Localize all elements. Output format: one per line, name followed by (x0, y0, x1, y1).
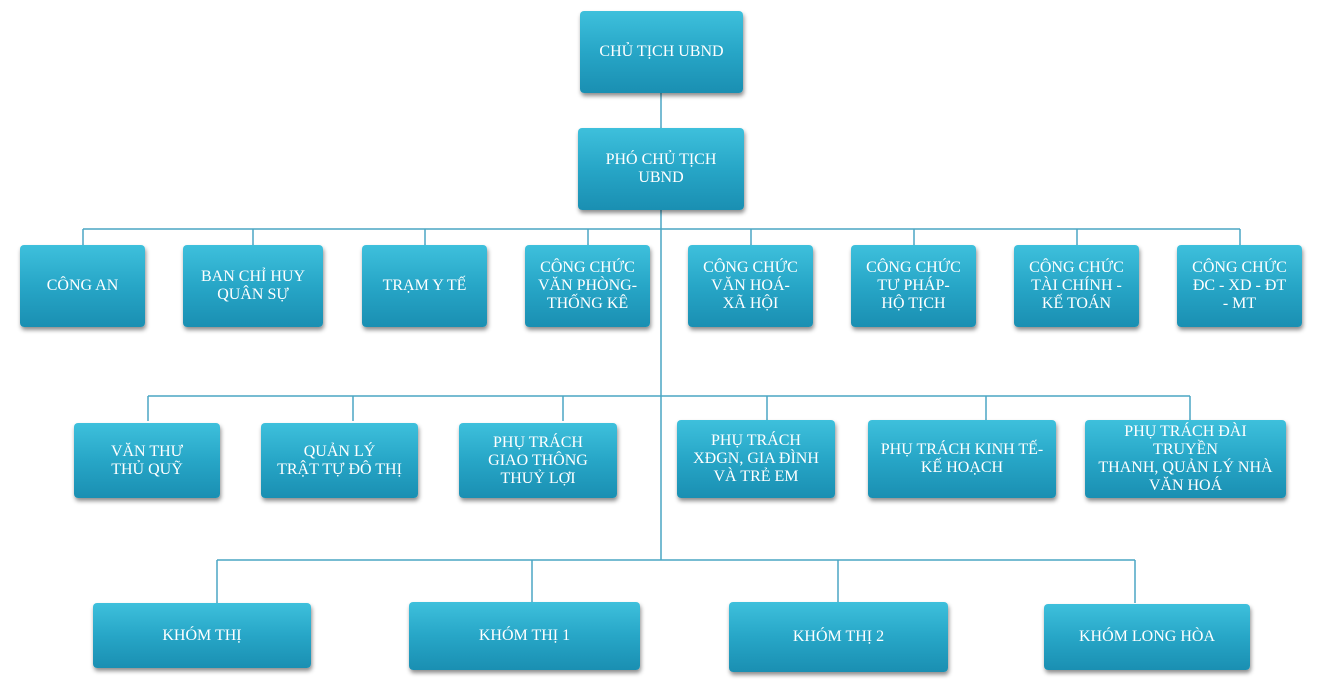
node-clerk-treasurer: VĂN THƯ THỦ QUỸ (74, 423, 220, 498)
node-radio-culture-house: PHỤ TRÁCH ĐÀI TRUYỀN THANH, QUẢN LÝ NHÀ … (1085, 420, 1286, 498)
node-chairman: CHỦ TỊCH UBND (580, 11, 743, 93)
node-office-statistics: CÔNG CHỨC VĂN PHÒNG- THỐNG KÊ (525, 245, 650, 327)
node-hamlet-thi-2: KHÓM THỊ 2 (729, 602, 948, 672)
node-justice-civil: CÔNG CHỨC TƯ PHÁP- HỘ TỊCH (851, 245, 976, 327)
node-hamlet-thi-1: KHÓM THỊ 1 (409, 602, 640, 670)
node-health-station: TRẠM Y TẾ (362, 245, 487, 327)
node-transport-irrigation: PHỤ TRÁCH GIAO THÔNG THUỶ LỢI (459, 423, 617, 498)
node-military-command: BAN CHỈ HUY QUÂN SỰ (183, 245, 323, 327)
node-hamlet-long-hoa: KHÓM LONG HÒA (1044, 604, 1250, 670)
node-finance-accounting: CÔNG CHỨC TÀI CHÍNH - KẾ TOÁN (1014, 245, 1139, 327)
node-hamlet-thi: KHÓM THỊ (93, 603, 311, 668)
node-vice-chairman: PHÓ CHỦ TỊCH UBND (578, 128, 744, 210)
node-culture-society: CÔNG CHỨC VĂN HOÁ- XÃ HỘI (688, 245, 813, 327)
node-land-construction: CÔNG CHỨC ĐC - XD - ĐT - MT (1177, 245, 1302, 327)
node-family-children: PHỤ TRÁCH XĐGN, GIA ĐÌNH VÀ TRẺ EM (677, 420, 835, 498)
node-police: CÔNG AN (20, 245, 145, 327)
node-urban-order: QUẢN LÝ TRẬT TỰ ĐÔ THỊ (261, 423, 418, 498)
node-economy-planning: PHỤ TRÁCH KINH TẾ- KẾ HOẠCH (868, 420, 1056, 498)
